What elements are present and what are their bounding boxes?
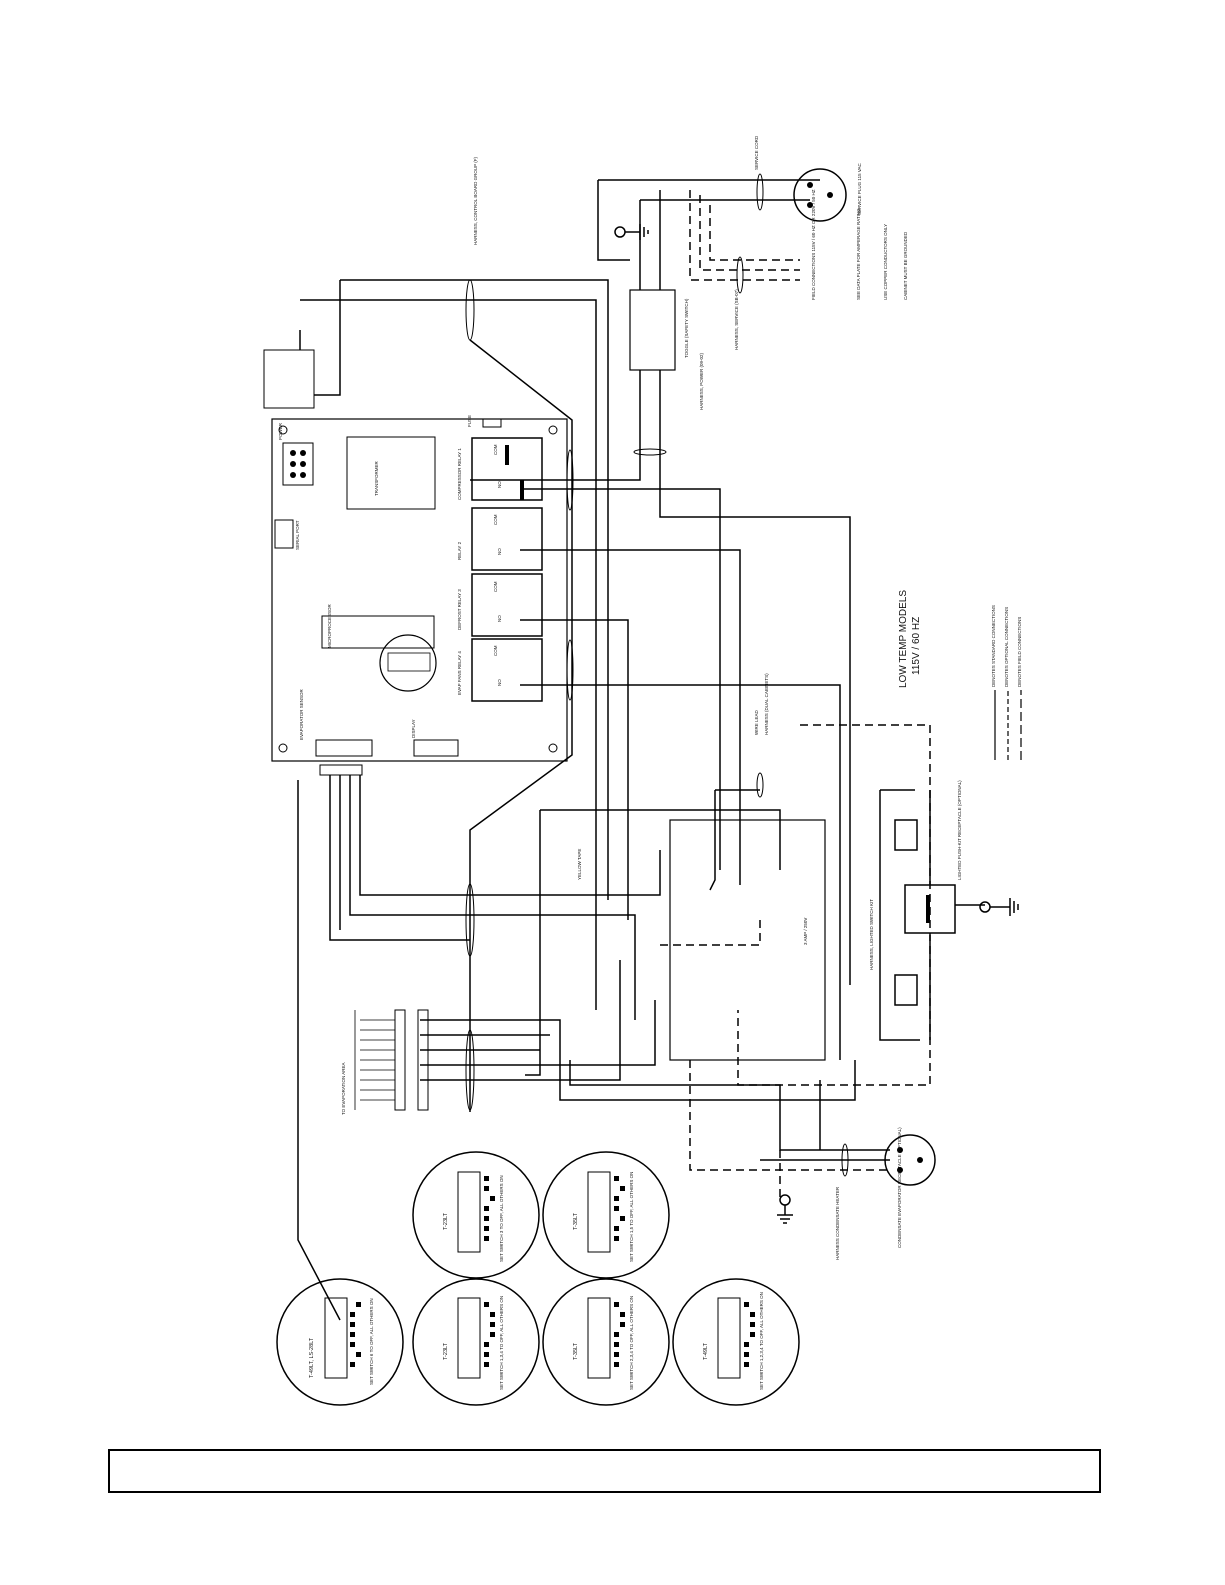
footer-box [108, 1449, 1101, 1493]
label-compressor-relay: COMPRESSOR RELAY 1 [457, 448, 462, 500]
label-field-connections: FIELD CONNECTIONS 115V / 60 HZ OR 220V /… [811, 189, 816, 300]
legend-field: DENOTES FIELD CONNECTIONS [1017, 616, 1022, 687]
dip-circle-6 [672, 1278, 800, 1406]
dip-2-model: T-23LT [443, 1342, 449, 1360]
toggle-switch [629, 289, 676, 371]
dip-5-instruction: SET SWITCH 3 TO OFF, ALL OTHERS ON [499, 1175, 504, 1262]
label-relay-2: RELAY 2 [457, 541, 462, 560]
label-wire-lead: WIRE LEAD [754, 710, 759, 735]
label-harness-dual-cabinets: HARNESS (DUAL CABINETS) [764, 673, 769, 735]
label-service-cord: SERVICE CORD [754, 135, 759, 170]
relay-2-no: NO [497, 548, 502, 555]
defrost-relay [471, 573, 543, 637]
dip-4-model: T-49LT [703, 1342, 709, 1360]
relay-4-no: NO [497, 679, 502, 686]
relay-1-no: NO [497, 481, 502, 488]
label-fuse-rating: 3 AMP / 250V [803, 917, 808, 945]
label-to-evaporation-area: TO EVAPORATION AREA [341, 1062, 346, 1115]
label-display: DISPLAY [411, 719, 416, 738]
dip-3-instruction: SET SWITCH 2,3,4 TO OFF, ALL OTHERS ON [629, 1295, 634, 1390]
relay-2 [471, 507, 543, 571]
relay-4-com: COM [493, 645, 498, 657]
label-harness-condensate: HARNESS CONDENSATE HEATER [835, 1186, 840, 1260]
service-plug [793, 168, 847, 222]
power-connector [282, 442, 314, 486]
relay-3-com: COM [493, 581, 498, 593]
microprocessor [321, 615, 435, 649]
label-toggle-switch: TOGGLE (SAFETY SWITCH) [684, 298, 689, 358]
label-harness-power: HARNESS, POWER (09-02) [699, 352, 704, 410]
dip-circle-3 [542, 1278, 670, 1406]
terminal-block [669, 819, 826, 1061]
relay-2-com: COM [493, 514, 498, 526]
legend-standard: DENOTES STANDARD CONNECTIONS [991, 605, 996, 687]
label-use-copper: USE COPPER CONDUCTORS ONLY [883, 223, 888, 300]
label-evap-fans-relay: EVAP FANS RELAY 4 [457, 651, 462, 695]
label-lighted-switch-kit: LIGHTED PUSH-KIT RECEPTACLE (OPTIONAL) [957, 780, 962, 880]
dip-6-instruction: SET SWITCH 1,5 TO OFF, ALL OTHERS ON [629, 1171, 634, 1262]
label-harness-control-board: HARNESS, CONTROL BOARD GROUP (F) [473, 156, 478, 245]
dip-circle-2 [412, 1278, 540, 1406]
label-harness-service: HARNESS, SERVICE (SB-07) [734, 289, 739, 350]
dip-switch-circle [379, 634, 437, 692]
label-fuse: FUSE [467, 414, 472, 427]
dip-5-model: T-23LT [443, 1212, 449, 1230]
dip-2-instruction: SET SWITCH 1,3,4 TO OFF, ALL OTHERS ON [499, 1295, 504, 1390]
condensate-receptacle [884, 1134, 936, 1186]
label-cabinet-grounded: CABINET MUST BE GROUNDED [903, 231, 908, 300]
evap-fans-relay [471, 638, 543, 702]
label-condensate-receptacle: CONDENSATE EVAPORATOR RECEPTACLE (OPTION… [897, 1127, 902, 1248]
legend-optional: DENOTES OPTIONAL CONNECTIONS [1004, 606, 1009, 687]
diagram-subtitle: 115V / 60 HZ [911, 616, 922, 675]
control-board [271, 418, 568, 762]
label-transformer: TRANSFORMER [374, 461, 379, 496]
dip-circle-1 [276, 1278, 404, 1406]
dip-3-model: T-35LT [573, 1342, 579, 1360]
label-microprocessor: MICROPROCESSOR [327, 604, 332, 648]
label-yellow-tape: YELLOW TAPE [577, 848, 582, 880]
compressor-relay [471, 437, 543, 501]
label-power: POWER [278, 422, 283, 440]
dip-1-model: T-49LT, LS-28LT [309, 1337, 315, 1378]
label-serial-port: SERIAL PORT [295, 520, 300, 550]
dip-6-model: T-35LT [573, 1212, 579, 1230]
relay-1-com: COM [493, 444, 498, 456]
dip-1-instruction: SET SWITCH 6 TO OFF, ALL OTHERS ON [369, 1298, 374, 1385]
serial-port [274, 519, 294, 549]
dip-circle-5 [542, 1151, 670, 1279]
board-fuse [482, 418, 502, 428]
diagram-title: LOW TEMP MODELS [898, 590, 909, 688]
evaporator-sensor-connector [315, 739, 373, 757]
display-connector [413, 739, 459, 757]
label-harness-lighted-kit: HARNESS, LIGHTED SWITCH KIT [869, 898, 874, 970]
transformer [346, 436, 436, 510]
harness-relay-box [263, 349, 315, 409]
label-defrost-relay: DEFROST RELAY 3 [457, 589, 462, 630]
dip-circle-4 [412, 1151, 540, 1279]
label-see-data-plate: SEE DATA PLATE FOR AMPERAGE RATING [856, 208, 861, 300]
dip-4-instruction: SET SWITCH 1,2,3,4 TO OFF, ALL OTHERS ON [759, 1292, 764, 1390]
relay-3-no: NO [497, 615, 502, 622]
label-evaporator-sensor: EVAPORATOR SENSOR [299, 689, 304, 740]
